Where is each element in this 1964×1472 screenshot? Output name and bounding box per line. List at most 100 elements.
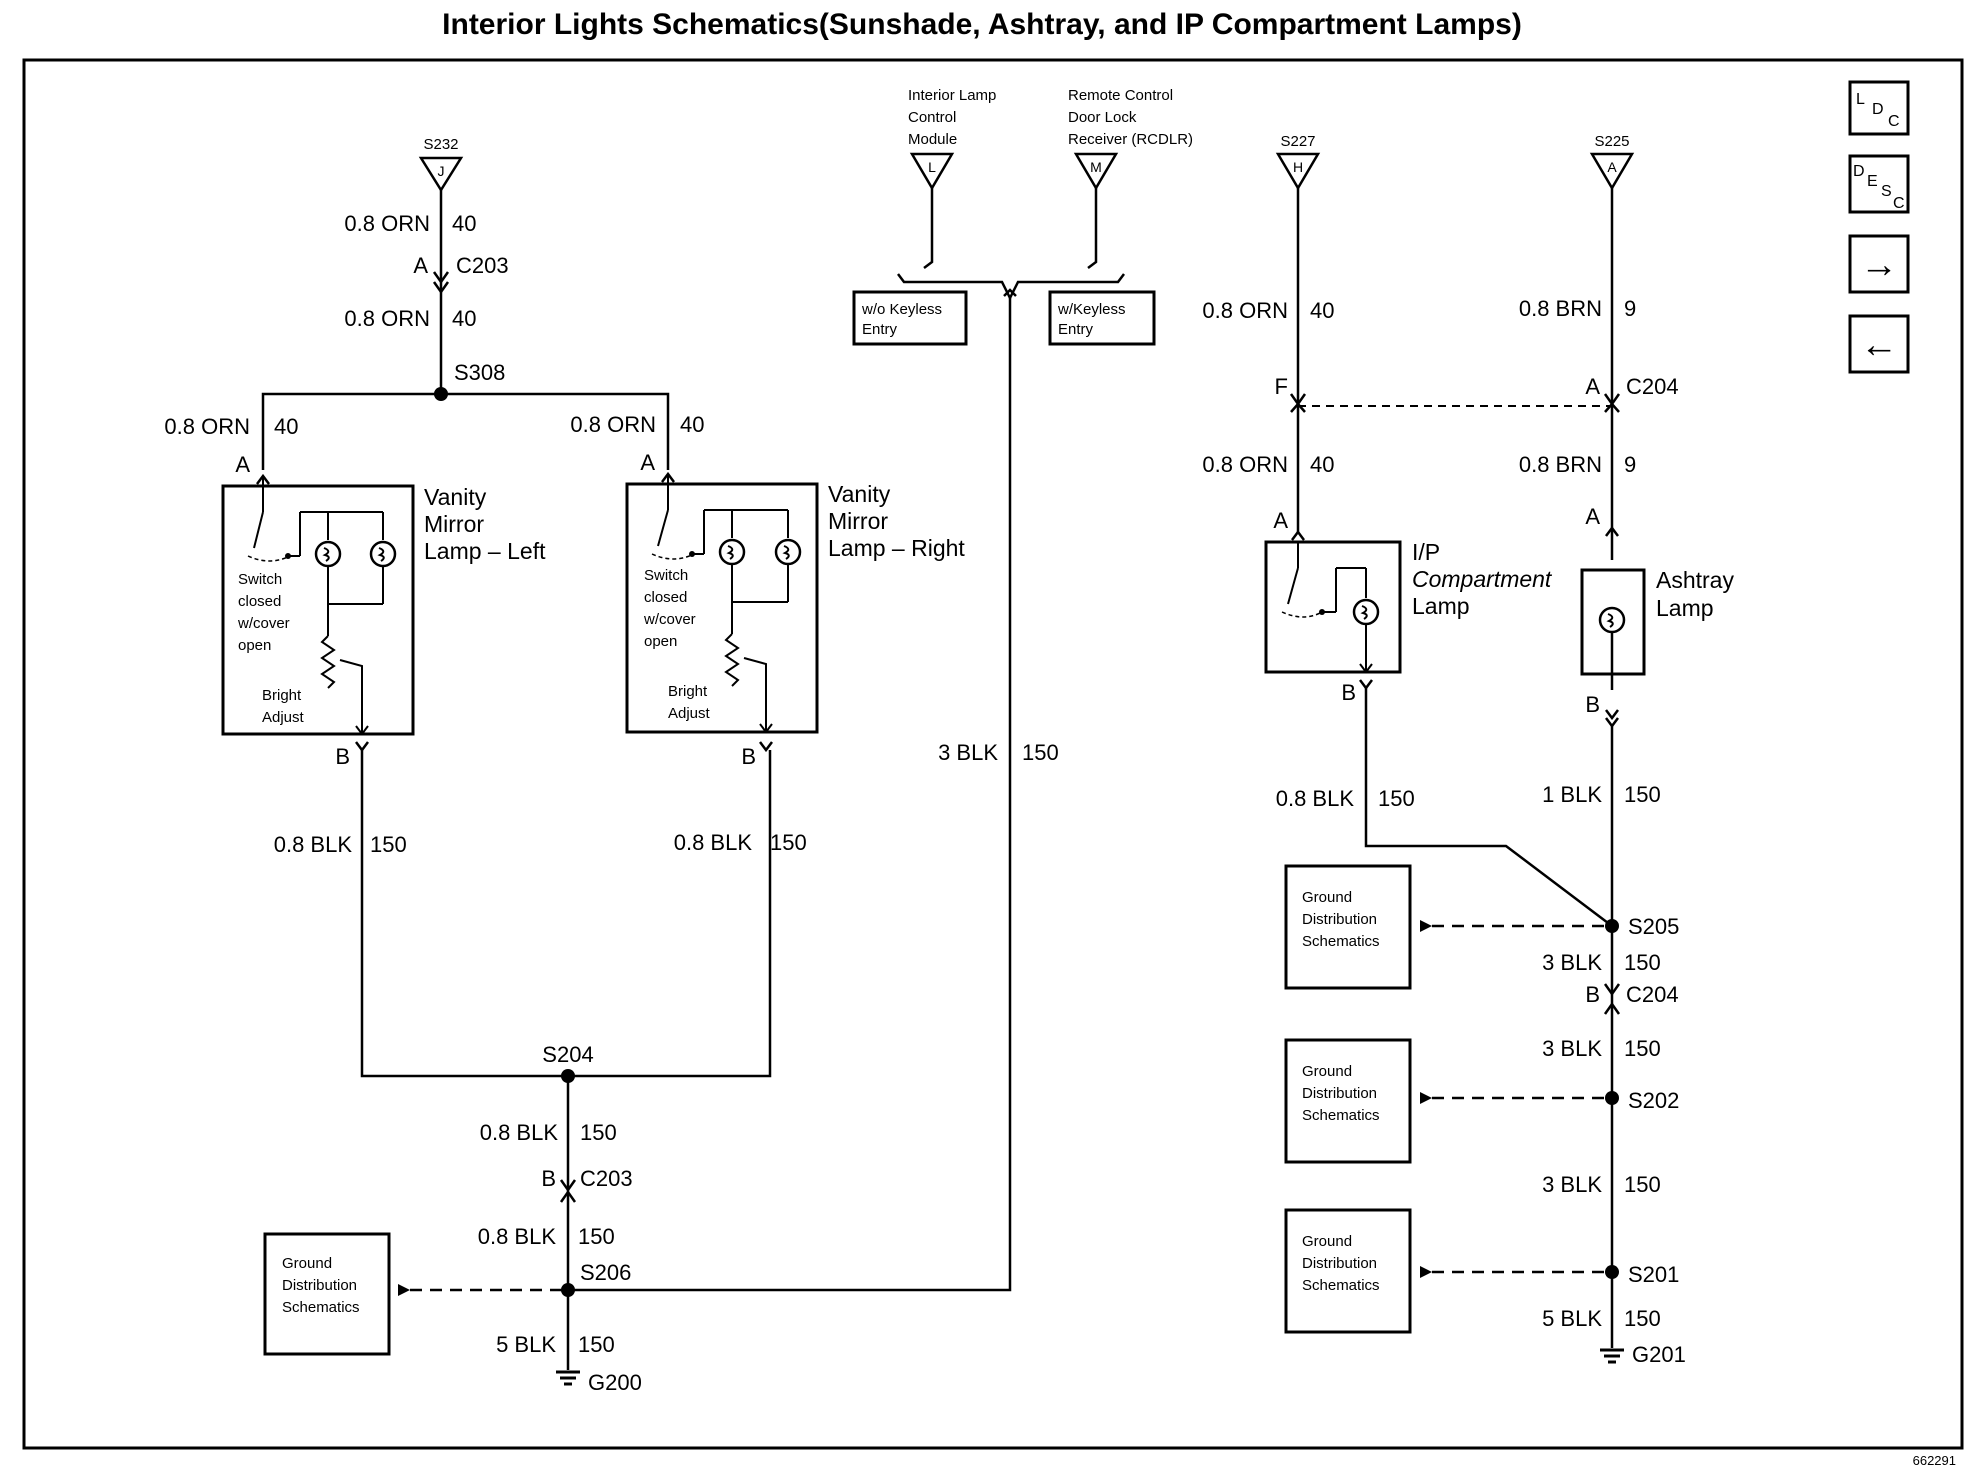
circuit-label: 150	[578, 1332, 615, 1357]
splice-label: S206	[580, 1260, 631, 1285]
wire-label: 3 BLK	[938, 740, 998, 765]
svg-text:Control: Control	[908, 109, 956, 126]
bulb-icon	[314, 540, 342, 568]
circuit-label: 9	[1624, 296, 1636, 321]
desc-button[interactable]: D E S C	[1848, 154, 1910, 214]
svg-text:J: J	[438, 163, 445, 179]
svg-text:B: B	[1585, 692, 1600, 717]
circuit-label: 150	[1378, 786, 1415, 811]
circuit-label: 150	[770, 830, 807, 855]
svg-text:G200: G200	[588, 1370, 642, 1395]
svg-text:Distribution: Distribution	[1302, 1255, 1377, 1272]
svg-text:closed: closed	[644, 589, 687, 606]
right-arrow-icon: →	[1860, 244, 1898, 286]
ground-distribution-link-left[interactable]: Ground Distribution Schematics	[263, 1232, 391, 1356]
svg-text:open: open	[238, 637, 271, 654]
wire-label: 3 BLK	[1542, 950, 1602, 975]
back-arrow-button[interactable]: ←	[1848, 314, 1910, 374]
g201-ground-icon: G201	[1600, 1342, 1686, 1367]
left-arrow-icon: ←	[1860, 324, 1898, 366]
circuit-label: 150	[1022, 740, 1059, 765]
svg-text:Interior Lamp: Interior Lamp	[908, 87, 996, 104]
splice-label: S204	[542, 1042, 593, 1067]
svg-text:Compartment: Compartment	[1412, 566, 1553, 592]
svg-text:Distribution: Distribution	[1302, 1085, 1377, 1102]
connector-label: C203	[580, 1166, 633, 1191]
bulb-icon	[1598, 606, 1626, 634]
svg-text:Adjust: Adjust	[668, 705, 711, 722]
wire-label: 0.8 ORN	[164, 414, 250, 439]
svg-text:Schematics: Schematics	[1302, 1277, 1380, 1294]
wire-s308-branch	[261, 392, 670, 470]
svg-text:Lamp: Lamp	[1412, 593, 1470, 619]
svg-text:D: D	[1872, 101, 1884, 118]
circuit-label: 150	[1624, 1036, 1661, 1061]
s201-splice-dot	[1605, 1265, 1619, 1279]
svg-text:w/Keyless: w/Keyless	[1057, 301, 1126, 318]
svg-text:Ground: Ground	[282, 1255, 332, 1272]
wire-label: 0.8 ORN	[1202, 452, 1288, 477]
pin-label: A	[413, 253, 428, 278]
wire-label: 5 BLK	[496, 1332, 556, 1357]
pin-label: B	[1585, 982, 1600, 1007]
s202-splice-dot	[1605, 1091, 1619, 1105]
circuit-label: 40	[1310, 452, 1334, 477]
svg-text:C: C	[1893, 195, 1905, 212]
svg-text:A: A	[1273, 508, 1288, 533]
svg-text:Lamp – Left: Lamp – Left	[424, 538, 546, 564]
circuit-label: 40	[452, 306, 476, 331]
diagram-frame	[22, 58, 1964, 1450]
svg-text:D: D	[1853, 163, 1865, 180]
svg-text:open: open	[644, 633, 677, 650]
wire-label: 0.8 BLK	[478, 1224, 557, 1249]
connector-label: C204	[1626, 374, 1679, 399]
pin-label: A	[1585, 374, 1600, 399]
wire-3blk-150-center	[568, 296, 1012, 1292]
svg-text:B: B	[1341, 680, 1356, 705]
with-keyless-entry-option: w/Keyless Entry	[1048, 290, 1156, 346]
svg-text:G201: G201	[1632, 1342, 1686, 1367]
svg-text:A: A	[235, 452, 250, 477]
svg-text:Remote Control: Remote Control	[1068, 87, 1173, 104]
s227-splice-terminal: S227 H	[1275, 133, 1321, 191]
forward-arrow-button[interactable]: →	[1848, 234, 1910, 294]
connector-label: C203	[456, 253, 509, 278]
svg-text:E: E	[1867, 173, 1878, 190]
svg-text:Bright: Bright	[262, 687, 302, 704]
svg-text:Mirror: Mirror	[828, 508, 888, 534]
ground-distribution-link-s202[interactable]: Ground Distribution Schematics	[1284, 1038, 1412, 1164]
wire-label: 0.8 BLK	[1276, 786, 1355, 811]
wire-label: 0.8 BLK	[274, 832, 353, 857]
splice-label: S205	[1628, 914, 1679, 939]
ground-distribution-link-s205[interactable]: Ground Distribution Schematics	[1284, 864, 1412, 990]
g200-ground-icon: G200	[556, 1370, 642, 1395]
ip-compartment-lamp: A I/P Compartment Lamp B	[1264, 508, 1553, 705]
circuit-label: 40	[452, 211, 476, 236]
svg-text:A: A	[640, 450, 655, 475]
ldc-button[interactable]: L D C	[1848, 80, 1910, 136]
svg-text:Module: Module	[908, 131, 957, 148]
svg-text:Ground: Ground	[1302, 889, 1352, 906]
wire-label: 0.8 BLK	[674, 830, 753, 855]
circuit-label: 150	[370, 832, 407, 857]
wire-vanity-ground-loop	[360, 750, 772, 1078]
circuit-label: 40	[274, 414, 298, 439]
svg-text:C: C	[1888, 113, 1900, 130]
ground-distribution-link-s201[interactable]: Ground Distribution Schematics	[1284, 1208, 1412, 1334]
svg-text:Entry: Entry	[1058, 321, 1094, 338]
ashtray-lamp: A Ashtray Lamp B	[1580, 504, 1734, 729]
svg-text:w/cover: w/cover	[237, 615, 290, 632]
svg-text:closed: closed	[238, 593, 281, 610]
svg-text:Switch: Switch	[644, 567, 688, 584]
circuit-label: 40	[680, 412, 704, 437]
splice-label: S201	[1628, 1262, 1679, 1287]
svg-text:Vanity: Vanity	[424, 484, 487, 510]
s205-splice-dot	[1605, 919, 1619, 933]
wire-label: 0.8 ORN	[344, 306, 430, 331]
bulb-icon	[718, 538, 746, 566]
bulb-icon	[369, 540, 397, 568]
svg-text:M: M	[1090, 159, 1102, 175]
without-keyless-entry-option: w/o Keyless Entry	[852, 290, 968, 346]
svg-text:w/o Keyless: w/o Keyless	[861, 301, 942, 318]
svg-text:I/P: I/P	[1412, 539, 1440, 565]
